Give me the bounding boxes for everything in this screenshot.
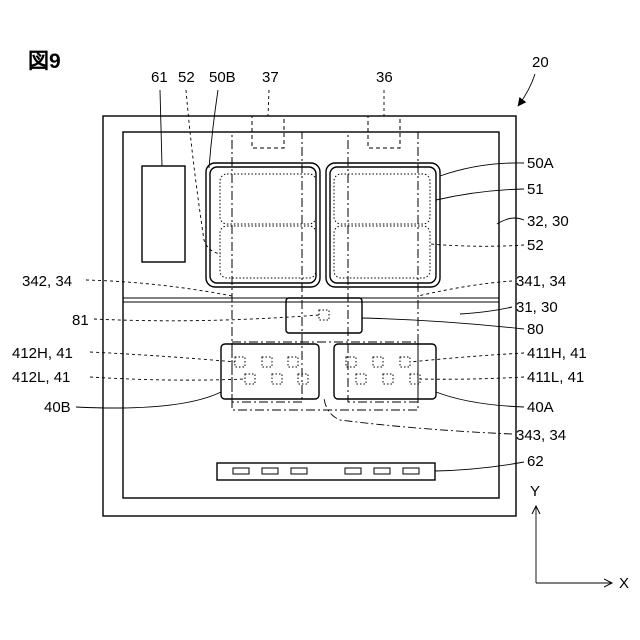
element-81 — [319, 310, 329, 320]
label-342-34: 342, 34 — [22, 273, 72, 290]
capacitor-50A — [326, 163, 440, 287]
label-80: 80 — [527, 321, 544, 338]
label-20: 20 — [532, 54, 549, 71]
label-52-right: 52 — [527, 237, 544, 254]
component-61 — [142, 166, 185, 262]
label-61: 61 — [151, 69, 168, 86]
label-341-34: 341, 34 — [516, 273, 566, 290]
leader-52-right — [430, 244, 524, 246]
label-32-30: 32, 30 — [527, 213, 569, 230]
leader-342-34 — [86, 280, 232, 296]
label-411H-41: 411H, 41 — [527, 345, 587, 362]
label-40A: 40A — [527, 399, 554, 416]
leader-341-34 — [418, 281, 512, 296]
figure-title: 図9 — [28, 50, 61, 73]
leader-80 — [362, 318, 524, 329]
module-40A — [334, 344, 436, 399]
inner-substrate-31 — [123, 132, 499, 498]
label-51: 51 — [527, 181, 544, 198]
leader-31-30 — [460, 307, 512, 314]
label-31-30: 31, 30 — [516, 299, 558, 316]
arrow-20 — [518, 74, 535, 106]
region-343 — [232, 342, 418, 410]
x-axis-label: X — [619, 575, 629, 592]
leader-412H-41 — [90, 352, 235, 362]
axes: Y X — [530, 483, 629, 592]
leader-411H-41 — [410, 353, 524, 362]
label-343-34: 343, 34 — [516, 427, 566, 444]
label-36: 36 — [376, 69, 393, 86]
label-62: 62 — [527, 453, 544, 470]
label-81: 81 — [72, 312, 89, 329]
connector-62 — [217, 463, 435, 480]
leader-50A — [440, 163, 524, 176]
label-412L-41: 412L, 41 — [12, 369, 70, 386]
leader-51 — [436, 189, 524, 200]
leader-52-top — [186, 90, 221, 254]
component-80 — [286, 298, 362, 333]
leader-412L-41 — [90, 377, 245, 380]
label-40B: 40B — [44, 399, 71, 416]
leader-50B — [209, 90, 218, 168]
module-40B — [221, 344, 319, 399]
leader-40A — [436, 392, 524, 407]
label-52-top: 52 — [178, 69, 195, 86]
leader-61 — [160, 90, 162, 166]
label-411L-41: 411L, 41 — [527, 369, 584, 386]
leader-37 — [268, 90, 269, 116]
leader-32-30 — [497, 218, 524, 224]
leader-81 — [94, 315, 319, 321]
leader-62 — [435, 462, 524, 471]
label-37: 37 — [262, 69, 279, 86]
region-342 — [232, 132, 302, 402]
label-50A: 50A — [527, 155, 554, 172]
label-50B: 50B — [209, 69, 236, 86]
y-axis-label: Y — [530, 483, 540, 500]
leader-40B — [76, 392, 221, 408]
capacitor-50B — [206, 163, 320, 287]
outer-case-32 — [103, 116, 516, 516]
label-412H-41: 412H, 41 — [12, 345, 73, 362]
